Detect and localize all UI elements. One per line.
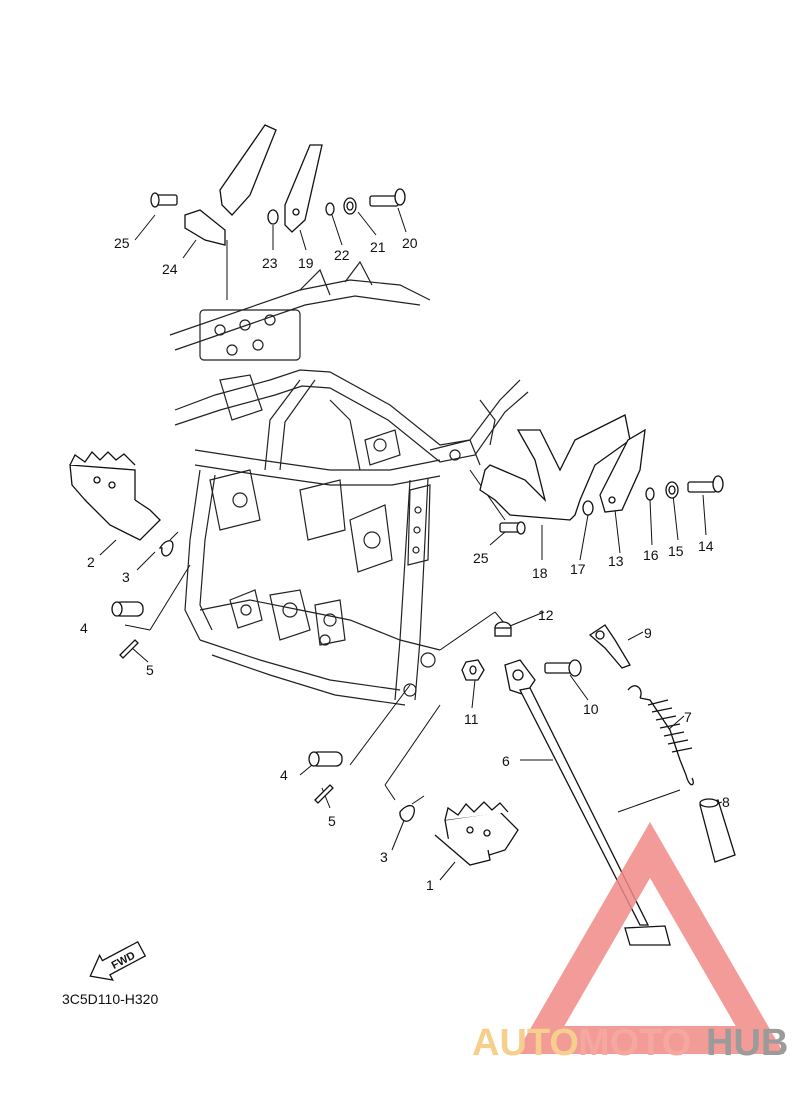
callout-4-right: 4 — [280, 767, 288, 783]
part-2-footrest-left — [69, 450, 161, 541]
callout-17: 17 — [570, 561, 586, 577]
part-25-bolt-top — [150, 192, 178, 208]
part-17-washer — [582, 500, 594, 516]
part-3-spring-right — [399, 795, 425, 822]
frame-assembly — [169, 260, 529, 706]
callout-24: 24 — [162, 261, 178, 277]
callout-6: 6 — [502, 753, 510, 769]
fwd-label: FWD — [110, 950, 138, 972]
watermark-logo: AUTO MOTO HUB — [472, 822, 788, 1064]
part-3-spring-left — [158, 531, 179, 557]
callout-13: 13 — [608, 553, 624, 569]
callout-15: 15 — [668, 543, 684, 559]
callout-5-left: 5 — [146, 662, 154, 678]
part-4-pin-left — [111, 601, 144, 617]
part-5-cotter-right — [314, 784, 334, 804]
watermark-triangle-icon — [515, 822, 785, 1054]
callout-18: 18 — [532, 565, 548, 581]
watermark-text-hub: HUB — [706, 1022, 788, 1064]
part-14-bolt — [687, 475, 724, 493]
callout-1: 1 — [426, 877, 434, 893]
part-10-bolt — [544, 659, 582, 677]
callout-14: 14 — [698, 538, 714, 554]
callout-3-left: 3 — [122, 569, 130, 585]
part-1-footrest-right — [434, 801, 519, 866]
callout-20: 20 — [402, 235, 418, 251]
callout-25-top: 25 — [114, 235, 130, 251]
watermark-text-auto: AUTO — [472, 1022, 579, 1064]
callout-3-right: 3 — [380, 849, 388, 865]
callout-labels: 25 24 23 19 22 21 20 2 3 4 5 4 5 3 1 12 … — [80, 235, 730, 893]
watermark-text-moto: MOTO — [578, 1022, 691, 1064]
callout-25-right: 25 — [473, 550, 489, 566]
part-13-footrest — [599, 428, 646, 513]
callout-7: 7 — [684, 709, 692, 725]
callout-10: 10 — [583, 701, 599, 717]
part-21-nut — [343, 197, 357, 215]
callout-16: 16 — [643, 547, 659, 563]
diagram-code: 3C5D110-H320 — [62, 991, 158, 1007]
fwd-arrow-icon: FWD — [89, 940, 147, 981]
part-7-spring — [627, 685, 694, 786]
part-4-pin-right — [308, 751, 343, 767]
part-20-bolt — [369, 188, 406, 207]
part-24-bracket — [184, 124, 277, 246]
callout-12: 12 — [538, 607, 554, 623]
callout-2: 2 — [87, 554, 95, 570]
part-9-bracket — [588, 624, 631, 669]
callout-22: 22 — [334, 247, 350, 263]
part-11-nut — [461, 659, 485, 681]
part-12-collar — [494, 621, 512, 637]
callout-4-left: 4 — [80, 620, 88, 636]
leader-lines — [99, 207, 723, 881]
part-5-cotter-left — [119, 639, 139, 659]
callout-8: 8 — [722, 794, 730, 810]
part-22-washer — [325, 202, 335, 216]
part-6-sidestand — [504, 659, 671, 946]
callout-5-right: 5 — [328, 813, 336, 829]
part-25-bolt-right — [499, 521, 526, 535]
callout-9: 9 — [644, 625, 652, 641]
part-18-footrest-bracket — [479, 414, 631, 521]
callout-23: 23 — [262, 255, 278, 271]
part-23-washer — [267, 209, 279, 225]
callout-21: 21 — [370, 239, 386, 255]
part-15-nut — [665, 481, 679, 499]
callout-11: 11 — [464, 711, 479, 727]
part-8-sleeve — [699, 798, 736, 863]
part-19-footrest — [284, 144, 323, 233]
callout-19: 19 — [298, 255, 314, 271]
part-16-washer — [645, 487, 655, 501]
